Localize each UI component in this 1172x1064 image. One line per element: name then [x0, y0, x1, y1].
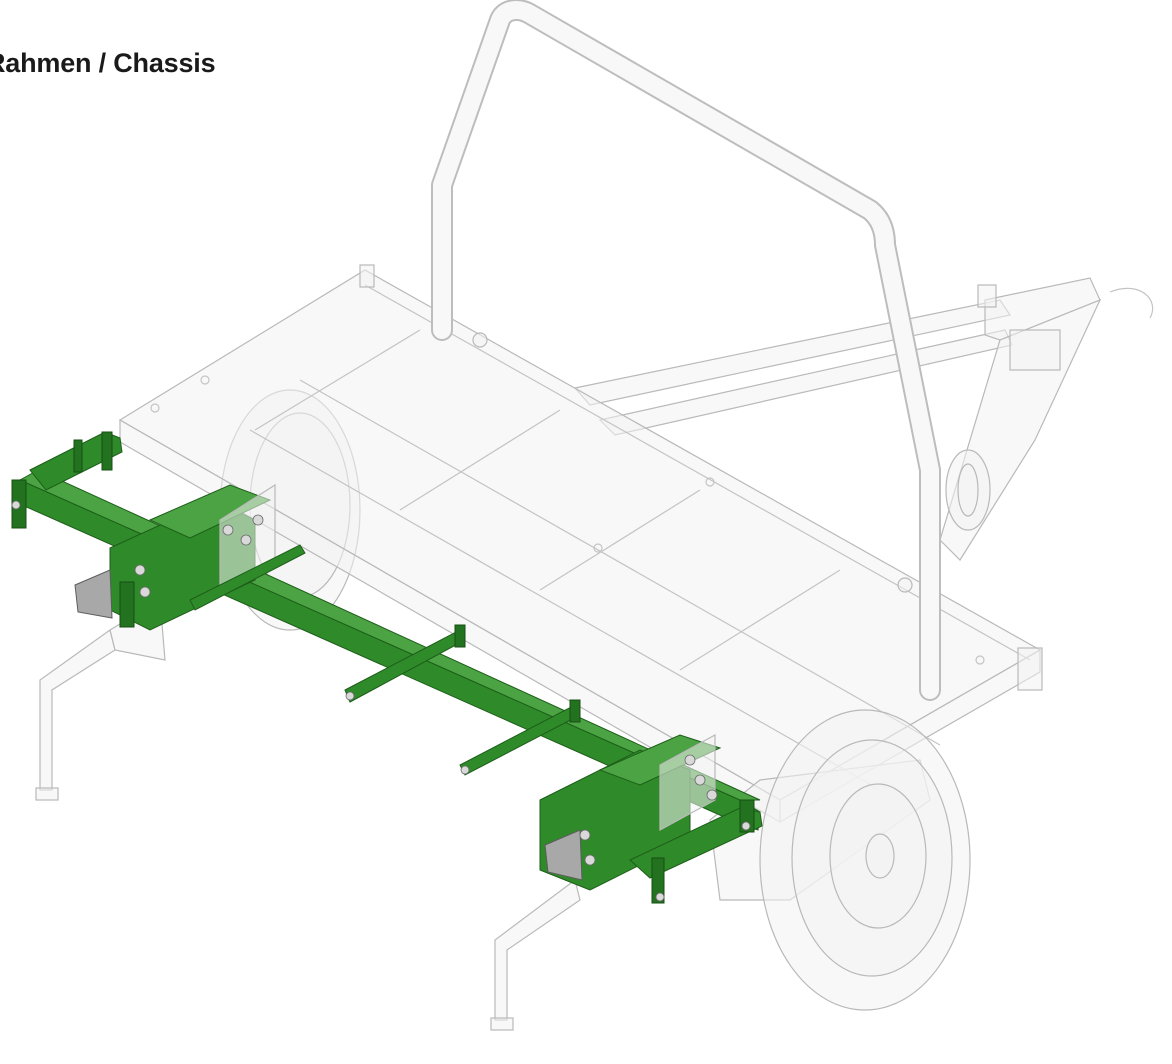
front-wheel: [709, 709, 971, 1011]
highlighted-frame: [11, 431, 763, 904]
support-legs: [35, 598, 581, 1031]
roll-bar: [431, 0, 941, 701]
page-title: Rahmen / Chassis: [0, 48, 216, 78]
